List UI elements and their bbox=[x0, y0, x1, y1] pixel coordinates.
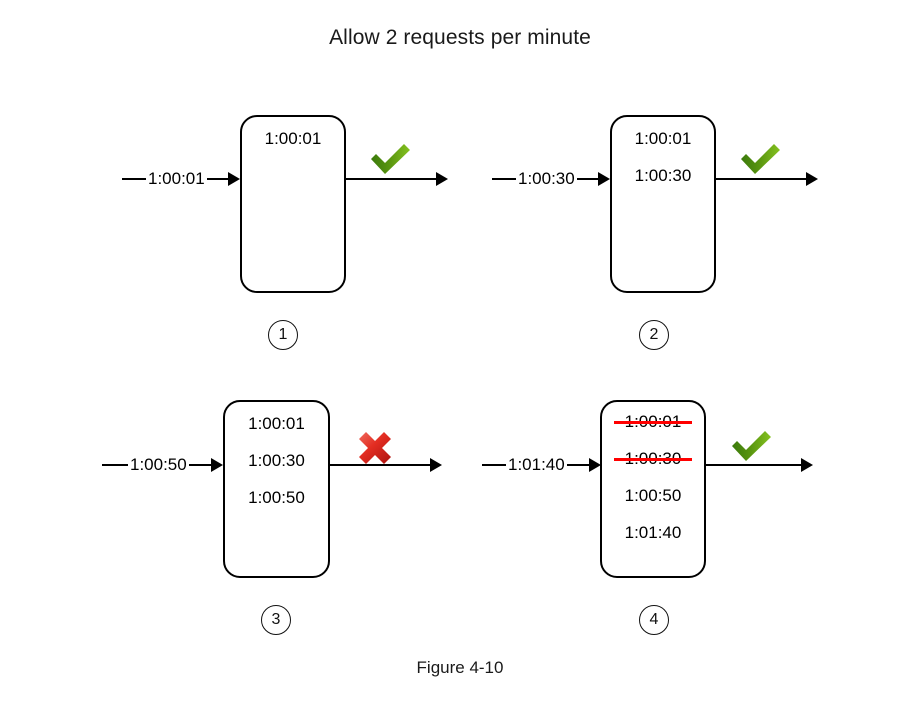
input-arrow-head-2 bbox=[598, 172, 610, 186]
input-arrow-head-1 bbox=[228, 172, 240, 186]
timestamp-entry: 1:01:40 bbox=[624, 523, 682, 542]
input-arrow-head-3 bbox=[211, 458, 223, 472]
step-badge-label: 2 bbox=[649, 326, 659, 343]
step-badge-label: 4 bbox=[649, 611, 659, 628]
output-arrow-head-2 bbox=[806, 172, 818, 186]
input-label-4: 1:01:40 bbox=[506, 455, 567, 474]
figure-caption: Figure 4-10 bbox=[416, 658, 504, 677]
window-box-2: 1:00:01 1:00:30 bbox=[610, 115, 716, 293]
output-arrow-line-4 bbox=[705, 464, 805, 467]
window-entries-3: 1:00:01 1:00:30 1:00:50 bbox=[225, 414, 328, 508]
input-label-3: 1:00:50 bbox=[128, 455, 189, 474]
step-badge-label: 3 bbox=[271, 611, 281, 628]
step-badge-4: 4 bbox=[639, 605, 669, 635]
output-arrow-line-2 bbox=[715, 178, 810, 181]
input-label-1: 1:00:01 bbox=[146, 169, 207, 188]
output-arrow-head-4 bbox=[801, 458, 813, 472]
step-badge-1: 1 bbox=[268, 320, 298, 350]
step-badge-3: 3 bbox=[261, 605, 291, 635]
red-cross-icon bbox=[355, 428, 395, 473]
step-badge-label: 1 bbox=[278, 326, 288, 343]
window-box-3: 1:00:01 1:00:30 1:00:50 bbox=[223, 400, 330, 578]
timestamp-entry: 1:00:30 bbox=[634, 166, 692, 185]
timestamp-entry: 1:00:30 bbox=[248, 451, 305, 470]
timestamp-entry-expired: 1:00:30 bbox=[613, 449, 693, 469]
timestamp-entry-expired: 1:00:01 bbox=[613, 412, 693, 432]
timestamp-entry: 1:00:50 bbox=[248, 488, 305, 507]
timestamp-entry: 1:00:01 bbox=[634, 129, 692, 148]
input-arrow-head-4 bbox=[589, 458, 601, 472]
window-box-4: 1:00:01 1:00:30 1:00:50 1:01:40 bbox=[600, 400, 706, 578]
green-check-icon bbox=[366, 139, 414, 182]
green-check-icon bbox=[727, 426, 775, 469]
output-arrow-line-3 bbox=[329, 464, 434, 467]
window-entries-2: 1:00:01 1:00:30 bbox=[612, 129, 714, 186]
input-label-2: 1:00:30 bbox=[516, 169, 577, 188]
output-arrow-head-1 bbox=[436, 172, 448, 186]
timestamp-entry: 1:00:01 bbox=[264, 129, 322, 148]
green-check-icon bbox=[736, 139, 784, 182]
step-badge-2: 2 bbox=[639, 320, 669, 350]
timestamp-entry: 1:00:50 bbox=[624, 486, 682, 505]
window-entries-1: 1:00:01 bbox=[242, 129, 344, 149]
timestamp-entry: 1:00:01 bbox=[248, 414, 305, 433]
window-box-1: 1:00:01 bbox=[240, 115, 346, 293]
page-title: Allow 2 requests per minute bbox=[329, 26, 591, 49]
output-arrow-head-3 bbox=[430, 458, 442, 472]
output-arrow-line-1 bbox=[345, 178, 440, 181]
window-entries-4: 1:00:01 1:00:30 1:00:50 1:01:40 bbox=[602, 412, 704, 543]
